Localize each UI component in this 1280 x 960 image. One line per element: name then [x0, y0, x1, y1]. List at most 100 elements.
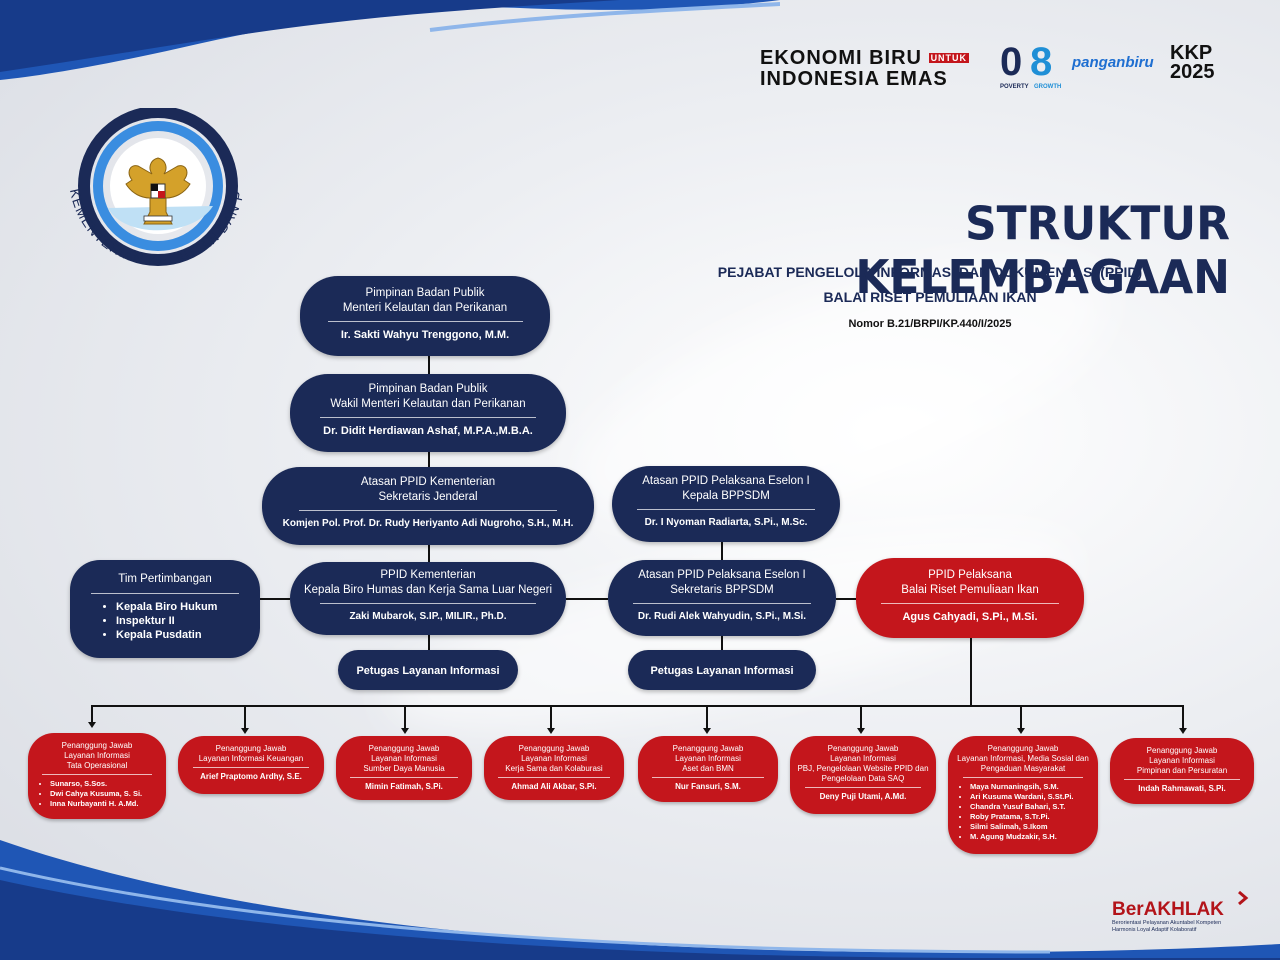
node-tim-pertimbangan: Tim Pertimbangan Kepala Biro Hukum Inspe… — [70, 560, 260, 658]
divider — [652, 777, 764, 778]
berakhlak-logo: BerAKHLAK Berorientasi Pelayanan Akuntab… — [1112, 900, 1252, 934]
pj-media-sosial: Penanggung Jawab Layanan Informasi, Medi… — [948, 736, 1098, 854]
connector — [244, 705, 246, 729]
ekonomi-line1: EKONOMI BIRU — [760, 47, 922, 69]
divider — [349, 777, 459, 778]
arrow-icon — [703, 728, 711, 734]
pj-member: Roby Pratama, S.Tr.Pi. — [970, 812, 1098, 822]
arrow-icon — [241, 728, 249, 734]
connector — [860, 705, 862, 729]
pj-l3: Pengaduan Masyarakat — [980, 764, 1066, 773]
node-name: Dr. Didit Herdiawan Ashaf, M.P.A.,M.B.A. — [323, 425, 533, 437]
kkp-logo: KEMENTERIAN KELAUTAN DAN PERIKANAN — [48, 108, 246, 268]
divider — [192, 767, 310, 768]
divider — [320, 603, 536, 604]
pj-l2: Layanan Informasi — [1149, 756, 1215, 765]
berakhlak-wordmark: BerAKHLAK — [1112, 899, 1224, 920]
pj-l3: PBJ, Pengelolaan Website PPID dan — [797, 764, 929, 773]
pj-tata-operasional: Penanggung Jawab Layanan Informasi Tata … — [28, 733, 166, 819]
node-ppid-pelaksana: PPID Pelaksana Balai Riset Pemuliaan Ika… — [856, 558, 1084, 638]
node-title1: Pimpinan Badan Publik — [365, 287, 485, 299]
pj-l3: Tata Operasional — [66, 761, 128, 770]
pj-member: Inna Nurbayanti H. A.Md. — [50, 799, 166, 809]
pj-l4: Pengelolaan Data SAQ — [821, 774, 905, 783]
divider — [320, 417, 536, 418]
arrow-icon — [1017, 728, 1025, 734]
pj-name: Deny Puji Utami, A.Md. — [819, 792, 907, 801]
connector — [566, 598, 608, 600]
node-name: Agus Cahyadi, S.Pi., M.Si. — [902, 611, 1038, 623]
connector — [260, 598, 290, 600]
kkp-2025-top: KKP — [1170, 42, 1213, 64]
node-title2: Wakil Menteri Kelautan dan Perikanan — [330, 398, 526, 410]
node-menteri: Pimpinan Badan Publik Menteri Kelautan d… — [300, 276, 550, 356]
ekonomi-untuk: UNTUK — [928, 53, 970, 63]
divider — [90, 593, 240, 594]
connector — [970, 638, 972, 706]
tim-item: Kepala Pusdatin — [116, 628, 260, 642]
connector — [404, 705, 406, 729]
pj-sdm: Penanggung Jawab Layanan Informasi Sumbe… — [336, 736, 472, 800]
pj-member: Silmi Salimah, S.Ikom — [970, 822, 1098, 832]
connector — [550, 705, 552, 729]
pj-members: Sunarso, S.Sos. Dwi Cahya Kusuma, S. Si.… — [28, 779, 166, 809]
pj-l3: Aset dan BMN — [682, 764, 734, 773]
pj-l2: Layanan Informasi — [675, 754, 741, 763]
node-petugas-1: Petugas Layanan Informasi — [338, 650, 518, 690]
node-name: Petugas Layanan Informasi — [356, 665, 500, 677]
arrow-icon — [88, 722, 96, 728]
ekonomi-biru-logo: EKONOMI BIRU UNTUK INDONESIA EMAS — [760, 48, 990, 92]
bottom-swoosh — [0, 840, 1280, 960]
node-name: Petugas Layanan Informasi — [650, 665, 794, 677]
connector — [721, 636, 723, 652]
connector — [428, 635, 430, 651]
pj-l1: Penanggung Jawab — [215, 744, 287, 753]
divider — [637, 509, 815, 510]
berakhlak-tag1: Berorientasi Pelayanan Akuntabel Kompete… — [1112, 920, 1222, 926]
tim-item: Kepala Biro Hukum — [116, 600, 260, 614]
zero-label: POVERTY — [1000, 84, 1029, 90]
ekonomi-line2: INDONESIA EMAS — [760, 68, 948, 90]
node-title2: Menteri Kelautan dan Perikanan — [342, 302, 508, 314]
pj-name: Mimin Fatimah, S.Pi. — [365, 782, 443, 791]
divider — [804, 787, 922, 788]
berakhlak-tag2: Harmonis Loyal Adaptif Kolaboratif — [1112, 927, 1197, 933]
pj-member: Sunarso, S.Sos. — [50, 779, 166, 789]
pj-name: Arief Praptomo Ardhy, S.E. — [200, 772, 302, 781]
node-title1: PPID Pelaksana — [928, 569, 1012, 581]
pj-name: Indah Rahmawati, S.Pi. — [1138, 784, 1226, 793]
divider — [633, 603, 811, 604]
connector — [706, 705, 708, 729]
node-petugas-2: Petugas Layanan Informasi — [628, 650, 816, 690]
pj-l1: Penanggung Jawab — [368, 744, 440, 753]
pj-l1: Penanggung Jawab — [518, 744, 590, 753]
pj-l2: Layanan Informasi Keuangan — [198, 754, 304, 763]
connector — [428, 452, 430, 468]
node-sekretaris-bppsdm: Atasan PPID Pelaksana Eselon I Sekretari… — [608, 560, 836, 636]
pj-l1: Penanggung Jawab — [827, 744, 899, 753]
node-bppsdm: Atasan PPID Pelaksana Eselon I Kepala BP… — [612, 466, 840, 542]
node-name: Komjen Pol. Prof. Dr. Rudy Heriyanto Adi… — [282, 518, 574, 529]
eight-digit: 8 — [1030, 40, 1053, 84]
pj-name: Ahmad Ali Akbar, S.Pi. — [511, 782, 597, 791]
node-name: Dr. I Nyoman Radiarta, S.Pi., M.Sc. — [644, 517, 808, 528]
arrow-icon — [401, 728, 409, 734]
connector — [721, 542, 723, 560]
pj-l1: Penanggung Jawab — [61, 741, 133, 750]
connector — [91, 705, 93, 723]
node-title1: PPID Kementerian — [380, 569, 476, 581]
arrow-icon — [1179, 728, 1187, 734]
connector — [1182, 705, 1184, 729]
pj-member: Chandra Yusuf Bahari, S.T. — [970, 802, 1098, 812]
arrow-icon — [547, 728, 555, 734]
pj-keuangan: Penanggung Jawab Layanan Informasi Keuan… — [178, 736, 324, 794]
pj-l3: Pimpinan dan Persuratan — [1136, 766, 1228, 775]
connector — [428, 356, 430, 376]
chevron-right-icon — [1238, 890, 1249, 906]
pj-member: Dwi Cahya Kusuma, S. Si. — [50, 789, 166, 799]
nomor-text: Nomor B.21/BRPI/KP.440/I/2025 — [848, 318, 1012, 330]
divider — [298, 510, 558, 511]
pj-l1: Penanggung Jawab — [1146, 746, 1218, 755]
divider — [498, 777, 610, 778]
node-title2: Sekretaris BPPSDM — [670, 584, 774, 596]
